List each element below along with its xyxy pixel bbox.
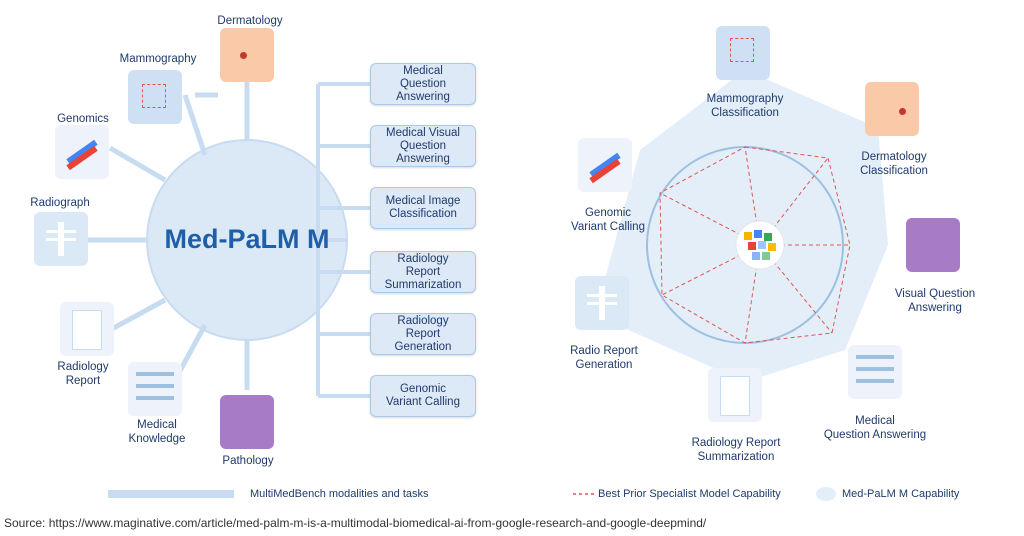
- specialist-polygon: [659, 146, 851, 344]
- task-medical-qa: Medical Question Answering: [370, 63, 476, 105]
- modality-connectors: [88, 80, 250, 390]
- genomic-icon: [578, 138, 632, 192]
- cap-dermatology: Dermatology Classification: [860, 151, 928, 177]
- task-radiology-report-summarization: Radiology Report Summarization: [370, 251, 476, 293]
- modality-dermatology: Dermatology: [217, 15, 283, 27]
- cap-mammography: Mammography Classification: [706, 93, 784, 119]
- mammography-classification-icon: [716, 26, 770, 80]
- radiograph-icon: [34, 212, 88, 266]
- source-citation: Source: https://www.maginative.com/artic…: [4, 516, 707, 530]
- vqa-icon: [906, 218, 960, 272]
- task-genomic-variant-calling: Genomic Variant Calling: [370, 375, 476, 417]
- task-medical-vqa: Medical Visual Question Answering: [370, 125, 476, 167]
- pathology-icon: [220, 395, 274, 449]
- legend-specialist: Best Prior Specialist Model Capability: [598, 488, 781, 500]
- cap-vqa: Visual Question Answering: [894, 288, 976, 314]
- modality-medical-knowledge: Medical Knowledge: [128, 419, 186, 445]
- cap-mqa: Medical Question Answering: [823, 415, 927, 441]
- mammography-icon: [128, 70, 182, 124]
- dermatology-classification-icon: [865, 82, 919, 136]
- center-hex-cluster: [735, 220, 785, 270]
- cap-summarization: Radiology Report Summarization: [691, 437, 781, 463]
- page-title: Med-PaLM M: [164, 224, 330, 254]
- radiology-report-icon: [60, 302, 114, 356]
- medical-qa-icon: [848, 345, 902, 399]
- legend-multimedbench-swatch: [108, 490, 234, 498]
- dermatology-icon: [220, 28, 274, 82]
- modality-genomics: Genomics: [57, 113, 109, 125]
- modality-pathology: Pathology: [222, 455, 274, 467]
- legend-medpalm: Med-PaLM M Capability: [842, 488, 960, 500]
- task-connectors: [316, 82, 370, 398]
- legend-multimedbench: MultiMedBench modalities and tasks: [250, 488, 429, 500]
- modality-radiology-report: Radiology Report: [57, 361, 109, 387]
- genomics-icon: [55, 125, 109, 179]
- task-radiology-report-generation: Radiology Report Generation: [370, 313, 476, 355]
- summarization-icon: [708, 368, 762, 422]
- legend-medpalm-swatch: [816, 487, 836, 501]
- cap-generation: Radio Report Generation: [570, 345, 638, 371]
- modality-mammography: Mammography: [119, 53, 197, 65]
- task-medical-image-classification: Medical Image Classification: [370, 187, 476, 229]
- medical-knowledge-icon: [128, 362, 182, 416]
- modality-radiograph: Radiograph: [30, 197, 90, 209]
- generation-icon: [575, 276, 629, 330]
- cap-genomic: Genomic Variant Calling: [571, 207, 645, 233]
